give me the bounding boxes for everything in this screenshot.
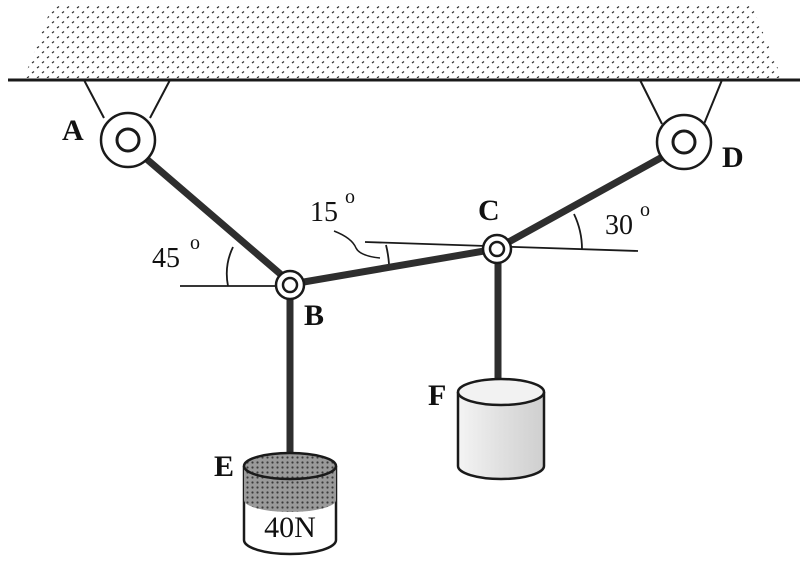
angle-label-45: 45 o xyxy=(152,232,200,274)
angle-value-15: 15 xyxy=(310,197,338,228)
angle-unit-45: o xyxy=(190,232,200,254)
angle-arc-45 xyxy=(225,246,234,287)
ropes xyxy=(124,139,688,462)
pulley-a xyxy=(99,111,157,169)
ceiling xyxy=(8,6,800,82)
angle-label-30: 30 o xyxy=(605,199,650,241)
angle-value-30: 30 xyxy=(605,210,633,241)
angle-unit-15: o xyxy=(345,186,355,208)
label-b: B xyxy=(304,299,324,332)
ring-b xyxy=(274,269,306,301)
label-d: D xyxy=(722,141,744,174)
angle-pointer-15 xyxy=(333,230,381,259)
pulley-bracket-a xyxy=(83,79,171,119)
pulley-bracket-d xyxy=(639,79,723,125)
angle-arc-30 xyxy=(573,213,583,250)
label-e: E xyxy=(214,450,234,483)
angle-arc-15 xyxy=(385,244,390,265)
angle-value-45: 45 xyxy=(152,243,180,274)
angle-unit-30: o xyxy=(640,199,650,221)
label-a: A xyxy=(62,114,84,147)
label-c: C xyxy=(478,194,500,227)
label-f: F xyxy=(428,379,446,412)
weight-e: 40N xyxy=(242,451,338,556)
ring-c xyxy=(481,233,513,265)
rope-ab xyxy=(124,139,296,288)
weight-f xyxy=(456,377,546,481)
rope-bc xyxy=(288,245,500,288)
angle-label-15: 15 o xyxy=(310,186,355,228)
weight-e-label: 40N xyxy=(264,511,316,544)
rope-cd xyxy=(492,141,688,253)
pulley-d xyxy=(655,113,713,171)
ceiling-hatch xyxy=(24,6,782,78)
